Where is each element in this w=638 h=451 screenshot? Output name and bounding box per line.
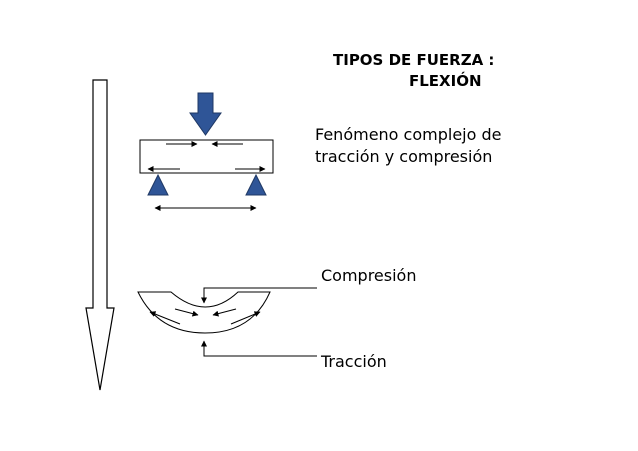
load-arrow	[189, 92, 222, 136]
supports	[147, 173, 267, 196]
title-line-2: FLEXIÓN	[409, 72, 482, 90]
left-support	[147, 173, 169, 196]
bent-compression-arrows	[174, 308, 237, 317]
label-compression: Compresión	[321, 266, 417, 285]
bent-tension-arrows	[149, 311, 261, 325]
beam	[139, 139, 274, 174]
title-line-1: TIPOS DE FUERZA :	[333, 51, 495, 69]
description-line-1: Fenómeno complejo de	[315, 125, 502, 144]
bent-beam	[137, 291, 271, 334]
right-support	[245, 173, 267, 196]
compression-leader	[201, 287, 317, 304]
tension-leader	[201, 340, 317, 357]
label-tension: Tracción	[321, 352, 387, 371]
description-line-2: tracción y compresión	[315, 147, 493, 166]
large-down-arrow	[85, 79, 115, 391]
